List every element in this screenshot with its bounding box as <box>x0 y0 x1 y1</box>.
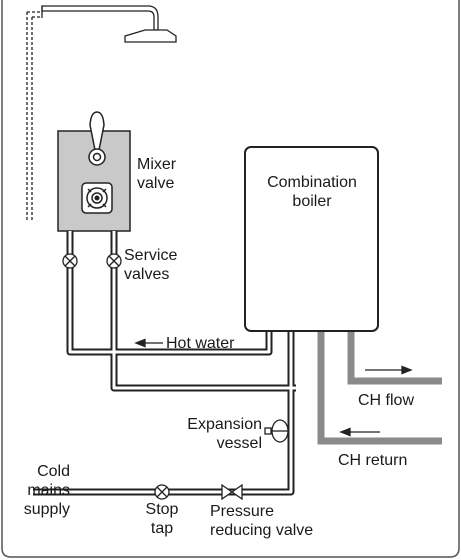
mixer-valve-label: Mixer valve <box>137 156 177 192</box>
stop-tap-icon <box>154 484 170 500</box>
ch-pipes <box>317 331 442 445</box>
pressure-reducing-valve-icon <box>221 483 243 501</box>
pressure-reducing-valve-label: Pressure reducing valve <box>210 503 314 539</box>
service-valve-icon <box>62 253 78 269</box>
water-pipes <box>33 231 296 496</box>
service-valve-icon <box>106 253 122 269</box>
cold-mains-supply-label: Cold mains supply <box>23 463 70 518</box>
stop-tap-label: Stop tap <box>145 501 179 537</box>
shower-head-icon <box>41 5 177 43</box>
ch-return-arrow-icon <box>339 427 380 437</box>
mixer-valve-icon <box>57 111 131 232</box>
hot-water-arrow-icon <box>134 338 163 348</box>
ch-flow-arrow-icon <box>365 365 413 375</box>
expansion-vessel-icon <box>264 419 289 443</box>
ch-return-label: CH return <box>338 452 408 469</box>
ch-flow-label: CH flow <box>358 392 415 409</box>
combination-boiler-label: Combination boiler <box>267 174 357 210</box>
expansion-vessel-label: Expansion vessel <box>187 416 262 452</box>
dashed-riser-pipe <box>26 11 42 220</box>
service-valves-label: Service valves <box>124 247 178 283</box>
combination-boiler-icon <box>244 146 379 332</box>
hot-water-label: Hot water <box>166 335 235 352</box>
